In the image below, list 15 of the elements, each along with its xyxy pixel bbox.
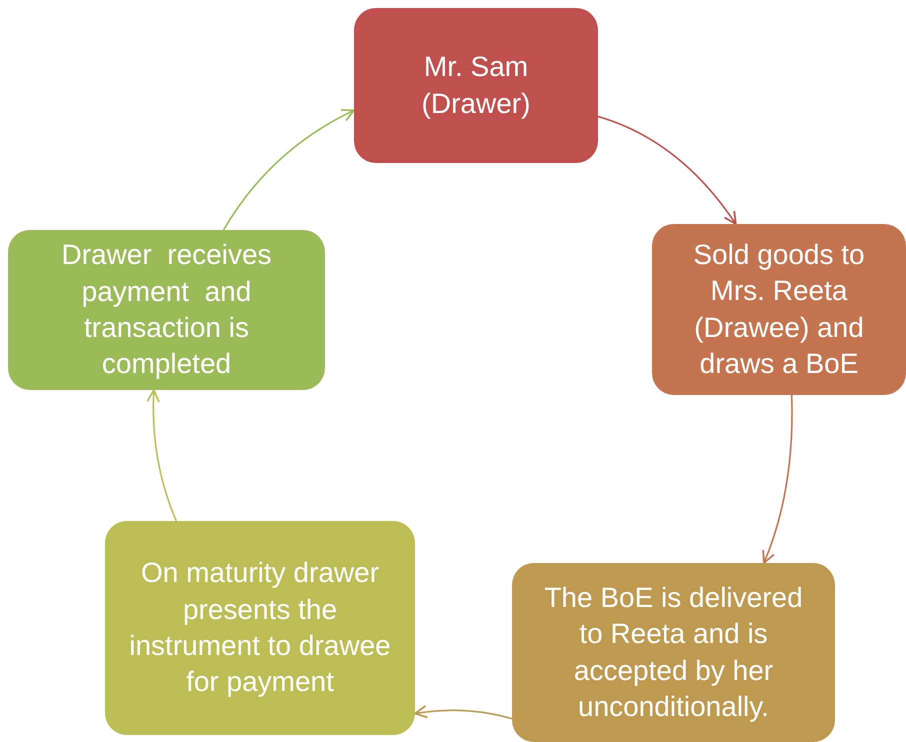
- curved-arrow: [222, 109, 355, 230]
- curved-arrow: [598, 116, 737, 225]
- box-text: Sold goods to Mrs. Reeta (Drawee) and draws a BoE: [692, 238, 866, 381]
- box-text: On maturity drawer presents the instrument to drawee for payment: [128, 556, 392, 700]
- curved-arrow: [762, 394, 793, 564]
- rounded-box: [512, 563, 835, 742]
- rounded-box: [8, 230, 325, 390]
- box-text: The BoE is delivered to Reeta and is accepted by her unconditionally.: [543, 580, 804, 724]
- rounded-box: [354, 8, 598, 163]
- curved-arrow: [146, 389, 178, 522]
- rounded-box: [105, 521, 415, 735]
- box-text: Drawer receives payment and transaction is completed: [60, 238, 273, 382]
- curved-arrow: [414, 705, 512, 720]
- rounded-box: [652, 224, 906, 395]
- box-text: Mr. Sam (Drawer): [420, 50, 532, 121]
